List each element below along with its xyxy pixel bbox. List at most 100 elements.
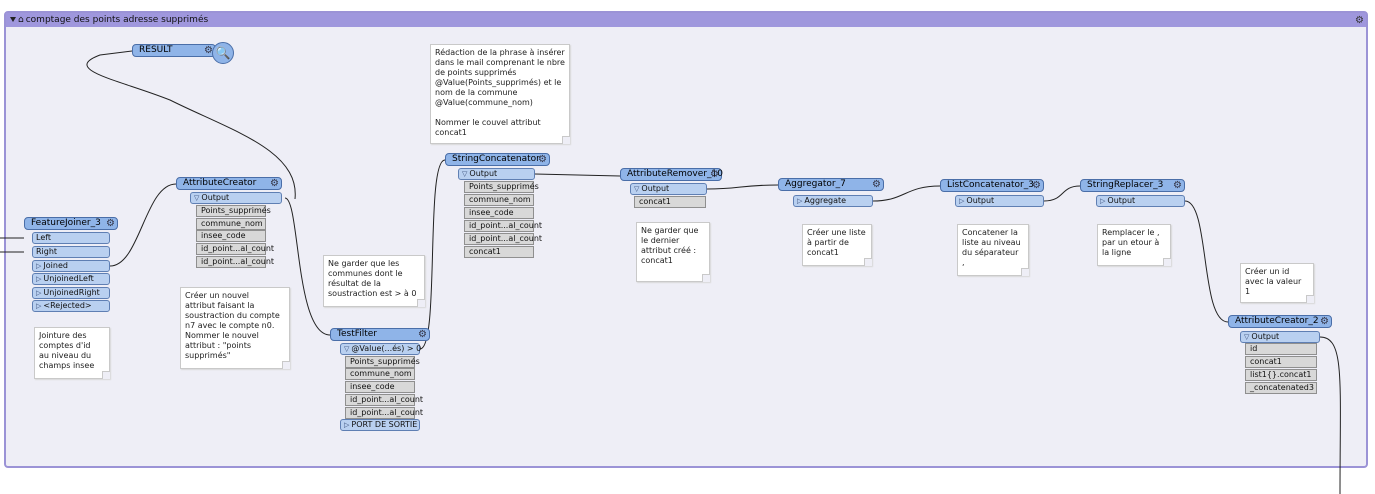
attr-row: id_point...al_count	[196, 243, 274, 255]
port-label: @Value(...és) > 0	[351, 344, 422, 353]
attr-row: Points_supprimés	[464, 181, 539, 193]
gear-icon[interactable]: ⚙	[1320, 316, 1329, 327]
gear-icon[interactable]: ⚙	[1173, 180, 1182, 191]
gear-icon[interactable]: ⚙	[270, 178, 279, 189]
note-text: Ne garder que le dernier attribut créé :…	[641, 226, 699, 265]
string-concatenator-node[interactable]: StringConcatenator ⚙	[445, 153, 550, 166]
note-text: Jointure des comptes d'id au niveau du c…	[39, 331, 95, 370]
attribute-creator-node[interactable]: AttributeCreator ⚙	[176, 177, 282, 190]
port-joined[interactable]: ▷Joined	[32, 260, 110, 272]
gear-icon[interactable]: ⚙	[710, 169, 719, 180]
attr-row: concat1	[634, 196, 706, 208]
result-node[interactable]: RESULT ⚙	[132, 44, 216, 57]
attr-row: insee_code	[196, 230, 266, 242]
port-label: Output	[1251, 332, 1280, 341]
attr-row: commune_nom	[345, 368, 415, 380]
port-output[interactable]: ▽Output	[1240, 331, 1320, 343]
collapse-triangle-icon[interactable]	[10, 17, 16, 22]
result-label: RESULT	[139, 45, 173, 55]
port-label: UnjoinedRight	[43, 288, 100, 297]
note-garder-dernier[interactable]: Ne garder que le dernier attribut créé :…	[636, 222, 710, 282]
wire-out	[1319, 336, 1341, 494]
note-text: Créer un id avec la valeur 1	[1245, 267, 1302, 296]
attr-row: _concatenated3	[1245, 382, 1317, 394]
port-unjoined-left[interactable]: ▷UnjoinedLeft	[32, 273, 110, 285]
wire-aggregator-listconcat	[872, 185, 941, 202]
gear-icon[interactable]: ⚙	[418, 329, 427, 340]
list-concatenator-node[interactable]: ListConcatenator_3 ⚙	[940, 179, 1044, 192]
port-right[interactable]: Right	[32, 246, 110, 258]
wire-creator-filter	[284, 197, 331, 336]
note-garder-communes[interactable]: Ne garder que les communes dont le résul…	[323, 255, 425, 307]
port-aggregate[interactable]: ▷Aggregate	[793, 195, 873, 207]
string-replacer-node[interactable]: StringReplacer_3 ⚙	[1080, 179, 1185, 192]
attr-row: id_point...al_count	[345, 407, 423, 419]
bookmark-header[interactable]: ⌂comptage des points adresse supprimés ⚙	[6, 13, 1366, 27]
note-creer-attribut[interactable]: Créer un nouvel attribut faisant la sous…	[180, 287, 290, 369]
port-output[interactable]: ▽Output	[190, 192, 282, 204]
attribute-remover-node[interactable]: AttributeRemover_10 ⚙	[620, 168, 723, 181]
gear-icon[interactable]: ⚙	[106, 218, 115, 229]
port-output[interactable]: ▷Output	[955, 195, 1044, 207]
port-label: Output	[641, 184, 670, 193]
test-filter-label: TestFilter	[337, 329, 378, 339]
magnifier-icon[interactable]: 🔍	[212, 42, 234, 64]
note-text: Remplacer le , par un etour à la ligne	[1102, 228, 1160, 257]
port-unjoined-right[interactable]: ▷UnjoinedRight	[32, 287, 110, 299]
port-left[interactable]: Left	[32, 232, 110, 244]
attr-row: id_point...al_count	[196, 256, 274, 268]
wire-replacer-creator2	[1184, 200, 1229, 323]
port-output[interactable]: ▽Output	[458, 168, 535, 180]
wire-concat-remover	[534, 173, 621, 177]
gear-icon[interactable]: ⚙	[204, 45, 213, 56]
note-concatener[interactable]: Concatener la liste au niveau du séparat…	[957, 224, 1029, 276]
note-creer-liste[interactable]: Créer une liste à partir de concat1	[802, 224, 872, 266]
port-label: Output	[469, 169, 498, 178]
note-creer-id[interactable]: Créer un id avec la valeur 1	[1240, 263, 1314, 303]
port-rejected[interactable]: ▷<Rejected>	[32, 300, 110, 312]
note-jointure[interactable]: Jointure des comptes d'id au niveau du c…	[34, 327, 110, 379]
gear-icon[interactable]: ⚙	[538, 154, 547, 165]
note-text: Rédaction de la phrase à insérer dans le…	[435, 48, 565, 137]
attr-row: Points_supprimés	[196, 205, 271, 217]
attribute-creator-label: AttributeCreator	[183, 178, 257, 188]
attribute-remover-label: AttributeRemover_10	[627, 169, 723, 179]
list-concatenator-label: ListConcatenator_3	[947, 180, 1034, 190]
note-text: Ne garder que les communes dont le résul…	[328, 259, 417, 298]
note-remplacer[interactable]: Remplacer le , par un etour à la ligne	[1097, 224, 1171, 266]
port-label: Left	[36, 233, 52, 242]
attr-row: insee_code	[464, 207, 534, 219]
port-filter-passed[interactable]: ▽@Value(...és) > 0	[340, 343, 422, 355]
attr-row: id_point...al_count	[464, 220, 542, 232]
feature-joiner-node[interactable]: FeatureJoiner_3 ⚙	[24, 217, 118, 230]
note-text: Créer un nouvel attribut faisant la sous…	[185, 291, 280, 360]
attribute-creator-2-label: AttributeCreator_2	[1235, 316, 1319, 326]
feature-joiner-label: FeatureJoiner_3	[31, 218, 101, 228]
note-text: Créer une liste à partir de concat1	[807, 228, 866, 257]
port-label: Output	[966, 196, 995, 205]
note-redaction[interactable]: Rédaction de la phrase à insérer dans le…	[430, 44, 570, 144]
gear-icon[interactable]: ⚙	[872, 179, 881, 190]
attr-row: concat1	[464, 246, 534, 258]
attr-row: id_point...al_count	[464, 233, 542, 245]
wire-result	[86, 50, 296, 200]
port-output[interactable]: ▽Output	[630, 183, 707, 195]
attribute-creator-2-node[interactable]: AttributeCreator_2 ⚙	[1228, 315, 1332, 328]
bookmark-home-icon: ⌂	[18, 15, 24, 25]
test-filter-node[interactable]: TestFilter ⚙	[330, 328, 430, 341]
port-label: Right	[36, 247, 58, 256]
bookmark-gear-icon[interactable]: ⚙	[1355, 15, 1364, 26]
port-de-sortie[interactable]: ▷PORT DE SORTIE	[340, 419, 420, 431]
attr-row: concat1	[1245, 356, 1317, 368]
aggregator-node[interactable]: Aggregator_7 ⚙	[778, 178, 884, 191]
port-label: Output	[201, 193, 230, 202]
string-replacer-label: StringReplacer_3	[1087, 180, 1164, 190]
gear-icon[interactable]: ⚙	[1032, 180, 1041, 191]
attr-row: insee_code	[345, 381, 415, 393]
aggregator-label: Aggregator_7	[785, 179, 846, 189]
attr-row: id	[1245, 343, 1317, 355]
port-label: Output	[1107, 196, 1136, 205]
attr-row: id_point...al_count	[345, 394, 423, 406]
port-output[interactable]: ▷Output	[1096, 195, 1185, 207]
string-concatenator-label: StringConcatenator	[452, 154, 540, 164]
